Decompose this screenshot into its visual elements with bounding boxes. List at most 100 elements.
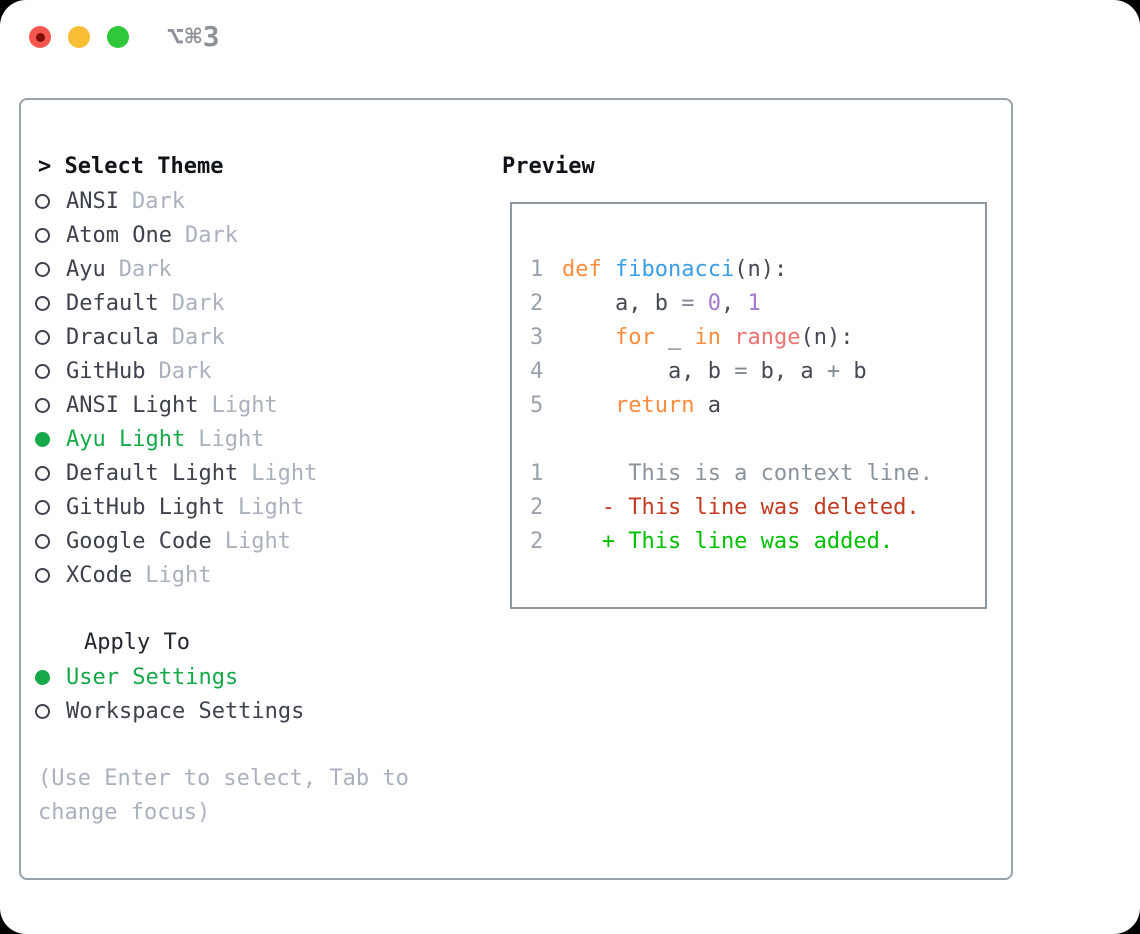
- title-bar: ⌥⌘3: [0, 0, 1140, 74]
- token-plain: b, a: [747, 359, 827, 384]
- theme-variant-tag: Dark: [158, 358, 212, 384]
- theme-variant-tag: Light: [198, 426, 265, 452]
- theme-item-label: Google Code: [66, 528, 212, 554]
- radio-selected-icon: [35, 669, 50, 685]
- theme-item-default[interactable]: Default Dark: [35, 286, 317, 320]
- theme-item-label: GitHub Light: [66, 494, 225, 520]
- token-plain: ,: [720, 291, 748, 316]
- theme-item-label: Default Light: [66, 460, 239, 486]
- code-line: [530, 423, 985, 457]
- token-num: 1: [747, 291, 761, 316]
- token-del: - This line was deleted.: [562, 495, 920, 520]
- window-title: ⌥⌘3: [167, 20, 221, 53]
- radio-icon: [35, 499, 50, 515]
- close-button[interactable]: [29, 26, 51, 48]
- apply-option-workspace-settings[interactable]: Workspace Settings: [35, 694, 304, 728]
- cursor-chevron-icon: >: [38, 154, 52, 179]
- theme-variant-tag: Dark: [171, 290, 225, 316]
- token-num: 0: [707, 291, 721, 316]
- token-plain: (n):: [734, 257, 788, 282]
- token-kw: for: [614, 325, 655, 350]
- theme-item-ayu[interactable]: Ayu Dark: [35, 252, 317, 286]
- radio-icon: [35, 363, 50, 379]
- apply-option-user-settings[interactable]: User Settings: [35, 660, 304, 694]
- preview-header: Preview: [502, 154, 595, 179]
- theme-item-label: GitHub: [66, 358, 146, 384]
- record-dot-icon: [35, 32, 45, 42]
- token-op: =: [681, 291, 695, 316]
- theme-item-github-light[interactable]: GitHub Light Light: [35, 490, 317, 524]
- apply-option-label: User Settings: [66, 664, 239, 690]
- line-number: 2: [530, 495, 544, 520]
- code-line: 4 a, b = b, a + b: [530, 355, 985, 389]
- theme-variant-tag: Light: [145, 562, 212, 588]
- code-line: 1 This is a context line.: [530, 457, 985, 491]
- token-ctx: This is a context line.: [562, 461, 933, 486]
- theme-variant-tag: Light: [211, 392, 278, 418]
- code-line: 5 return a: [530, 389, 985, 423]
- radio-icon: [35, 465, 50, 481]
- token-plain: [562, 325, 615, 350]
- radio-icon: [35, 397, 50, 413]
- radio-icon: [35, 329, 50, 345]
- code-line: 3 for _ in range(n):: [530, 321, 985, 355]
- code-line: 2 + This line was added.: [530, 525, 985, 559]
- token-fn: fibonacci: [614, 257, 735, 282]
- token-plain: b: [840, 359, 867, 384]
- theme-item-xcode[interactable]: XCode Light: [35, 558, 317, 592]
- token-kw: def: [562, 257, 615, 282]
- token-plain: a: [694, 393, 721, 418]
- line-number: 3: [530, 325, 544, 350]
- line-number: 1: [530, 461, 544, 486]
- code-line: 2 a, b = 0, 1: [530, 287, 985, 321]
- hint-text: (Use Enter to select, Tab to change focu…: [38, 766, 409, 825]
- theme-variant-tag: Dark: [171, 324, 225, 350]
- radio-icon: [35, 567, 50, 583]
- line-number: 1: [530, 257, 544, 282]
- theme-item-label: Ayu: [66, 256, 106, 282]
- theme-item-ansi-light[interactable]: ANSI Light Light: [35, 388, 317, 422]
- theme-variant-tag: Light: [251, 460, 318, 486]
- apply-to-header: Apply To: [84, 630, 190, 655]
- zoom-button[interactable]: [107, 26, 129, 48]
- radio-icon: [35, 295, 50, 311]
- theme-variant-tag: Light: [237, 494, 305, 520]
- theme-item-label: XCode: [66, 562, 133, 588]
- theme-variant-tag: Dark: [131, 188, 185, 214]
- token-plain: [721, 325, 734, 350]
- theme-variant-tag: Dark: [184, 222, 238, 248]
- select-theme-header: > Select Theme: [38, 150, 223, 184]
- radio-selected-icon: [35, 431, 50, 447]
- apply-option-label: Workspace Settings: [66, 698, 305, 724]
- token-plain: [694, 291, 707, 316]
- theme-variant-tag: Light: [224, 528, 291, 554]
- theme-item-default-light[interactable]: Default Light Light: [35, 456, 317, 490]
- radio-icon: [35, 261, 50, 277]
- token-kw: in: [694, 325, 721, 350]
- token-add: + This line was added.: [562, 529, 894, 554]
- token-kw: return: [614, 393, 695, 418]
- token-op: =: [734, 359, 748, 384]
- line-number: 2: [530, 291, 544, 316]
- select-theme-title: Select Theme: [64, 154, 224, 179]
- minimize-button[interactable]: [68, 26, 90, 48]
- token-plain: a, b: [562, 359, 735, 384]
- token-plain: _: [654, 325, 695, 350]
- theme-item-label: ANSI Light: [66, 392, 199, 418]
- theme-variant-tag: Dark: [118, 256, 172, 282]
- theme-item-label: Default: [66, 290, 159, 316]
- theme-item-google-code[interactable]: Google Code Light: [35, 524, 317, 558]
- theme-item-github[interactable]: GitHub Dark: [35, 354, 317, 388]
- token-plain: (n):: [800, 325, 854, 350]
- theme-item-label: Ayu Light: [66, 426, 186, 452]
- theme-item-ayu-light[interactable]: Ayu Light Light: [35, 422, 317, 456]
- code-line: 2 - This line was deleted.: [530, 491, 985, 525]
- radio-icon: [35, 193, 50, 209]
